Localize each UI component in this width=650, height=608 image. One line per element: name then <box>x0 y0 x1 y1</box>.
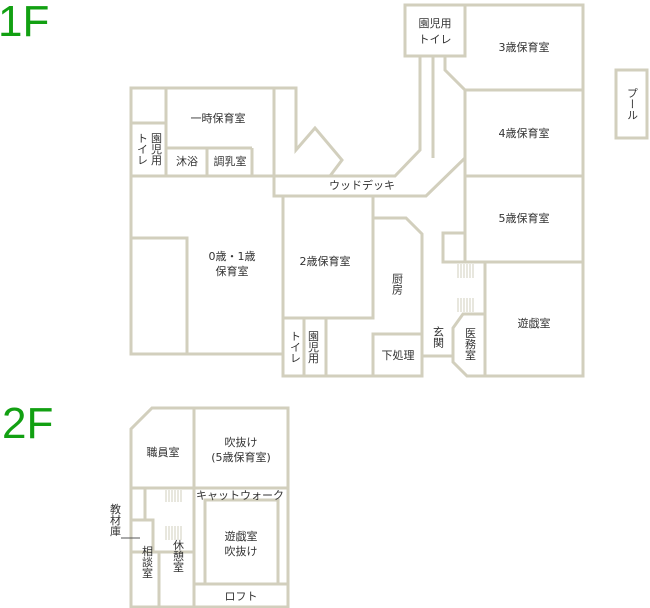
label-age4: 4歳保育室 <box>499 126 550 140</box>
label-playroom: 遊戯室 <box>518 316 551 330</box>
pool-room <box>614 68 649 140</box>
medical-room <box>451 312 487 378</box>
label-toilet-bottom-col1: 園児用 <box>307 330 320 364</box>
deck-left-wall <box>272 86 344 177</box>
label-age3: 3歳保育室 <box>499 40 550 54</box>
stair-hatch-upper <box>457 264 474 278</box>
toilet-top-room <box>403 3 467 58</box>
label-rest: 休憩室 <box>172 539 185 572</box>
label-kitchen: 厨房 <box>391 273 404 296</box>
label-loft: ロフト <box>225 590 258 603</box>
label-age2: 2歳保育室 <box>300 254 351 268</box>
second-floor-plan <box>121 406 290 608</box>
label-age01-line2: 保育室 <box>216 264 249 278</box>
label-atrium-line2: (5歳保育室) <box>211 450 271 464</box>
second-floor-outline <box>129 406 290 608</box>
floor-label-1f: 1F <box>0 0 49 46</box>
label-playroom-atrium-line2: 吹抜け <box>225 544 258 558</box>
label-age01-line1: 0歳・1歳 <box>209 250 256 263</box>
deck-top-wall <box>330 54 435 178</box>
label-deck: ウッドデッキ <box>329 178 395 192</box>
age01-room <box>129 174 285 356</box>
label-playroom-atrium-line1: 遊戯室 <box>225 529 258 543</box>
label-toilet-top-line1: 園児用 <box>419 17 452 30</box>
label-prep: 下処理 <box>382 349 415 362</box>
first-floor-plan <box>129 3 649 378</box>
label-temporary: 一時保育室 <box>191 111 246 125</box>
label-toilet-bottom-col2: トイレ <box>289 331 302 364</box>
floor-label-2f: 2F <box>2 399 53 448</box>
age5-nook <box>441 231 467 264</box>
stair-hatch-2f-top <box>165 490 182 502</box>
label-atrium-line1: 吹抜け <box>225 435 258 449</box>
label-medical: 医務室 <box>464 328 477 361</box>
label-toilet-top-line2: トイレ <box>419 33 452 46</box>
label-toilet-left-col2: トイレ <box>136 133 149 166</box>
label-entrance: 玄関 <box>432 325 445 348</box>
label-pool: プール <box>626 87 639 120</box>
second-floor-labels: 職員室 吹抜け (5歳保育室) キャットウォーク 教材庫 遊戯室 吹抜け 相談室… <box>109 435 285 603</box>
label-toilet-left-col1: 園児用 <box>150 132 163 166</box>
label-materials: 教材庫 <box>109 503 122 537</box>
age3-room <box>443 3 585 92</box>
materials-room <box>129 518 155 554</box>
label-bath: 沐浴 <box>176 155 198 168</box>
label-consultation: 相談室 <box>141 545 154 578</box>
first-floor-labels: 園児用 トイレ 3歳保育室 プール 一時保育室 園児用 トイレ 沐浴 調乳室 4… <box>136 17 639 364</box>
label-staff: 職員室 <box>147 445 180 459</box>
stair-hatch-lower <box>457 298 474 312</box>
label-milk: 調乳室 <box>214 154 247 168</box>
age01-inner <box>129 236 189 356</box>
label-catwalk: キャットウォーク <box>196 489 284 502</box>
stair-hatch-2f-bottom <box>165 526 182 540</box>
label-age5: 5歳保育室 <box>499 211 550 225</box>
